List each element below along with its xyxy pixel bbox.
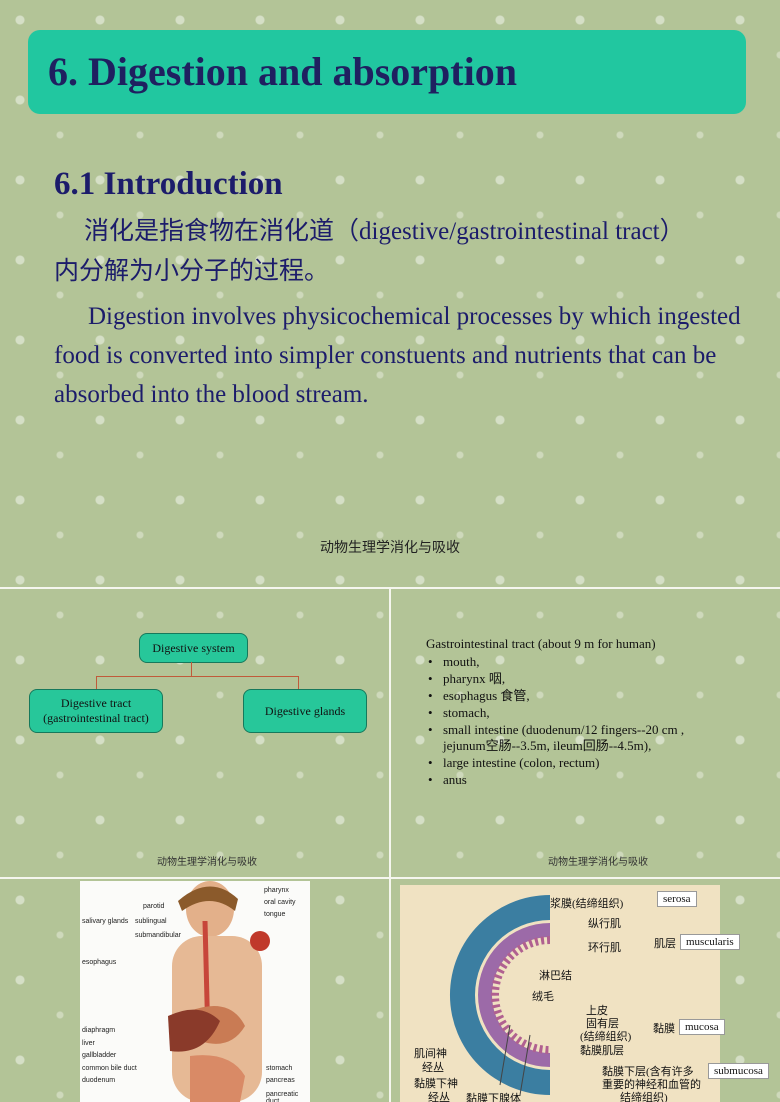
slide-footer: 动物生理学消化与吸收 — [548, 857, 648, 868]
intro-paragraph-zh: 消化是指食物在消化道（digestive/gastrointestinal tr… — [54, 218, 685, 285]
slide-footer: 动物生理学消化与吸收 — [157, 857, 257, 868]
label: 浆膜(结缔组织) — [550, 898, 624, 910]
label: 黏膜下腺体 — [466, 1093, 521, 1102]
anatomy-figure: parotid salivary glands sublingual subma… — [80, 881, 310, 1102]
label: 固有层 — [586, 1018, 619, 1030]
label: 绒毛 — [532, 991, 554, 1003]
intestine-figure: 浆膜(结缔组织) 纵行肌 环行肌 肌层 淋巴结 绒毛 上皮 固有层 (结缔组织)… — [400, 885, 720, 1102]
anatomy-label: esophagus — [82, 959, 117, 966]
label: 纵行肌 — [588, 918, 621, 930]
list-item: large intestine (colon, rectum) — [428, 755, 728, 771]
anatomy-label: pancreas — [266, 1077, 295, 1084]
list-item: esophagus 食管, — [428, 688, 728, 704]
label: 黏膜下神 — [414, 1078, 458, 1090]
list-item: pharynx 咽, — [428, 671, 728, 687]
box-label: Digestive tract — [60, 696, 132, 710]
list-item: stomach, — [428, 705, 728, 721]
gi-list: mouth, pharynx 咽, esophagus 食管, stomach,… — [428, 654, 728, 789]
label: 经丛 — [428, 1092, 450, 1102]
label: 经丛 — [422, 1062, 444, 1074]
connector-line — [298, 676, 299, 689]
label: 黏膜下层(含有许多 — [602, 1066, 694, 1078]
tag-muscularis: muscularis — [680, 934, 740, 950]
anatomy-label: gallbladder — [82, 1052, 117, 1059]
box-label: Digestive glands — [264, 703, 346, 718]
connector-line — [96, 676, 298, 677]
label: 重要的神经和血管的 — [602, 1079, 701, 1091]
anatomy-label: pancreatic duct — [266, 1091, 299, 1102]
section-heading: 6.1 Introduction — [54, 166, 283, 202]
human-digestive-illustration — [168, 881, 270, 1102]
anatomy-label: diaphragm — [82, 1027, 116, 1034]
tag-mucosa: mucosa — [679, 1019, 725, 1035]
label: 黏膜肌层 — [580, 1045, 624, 1057]
slide-footer: 动物生理学消化与吸收 — [320, 541, 460, 556]
list-item: mouth, — [428, 654, 728, 670]
label: 结缔组织) — [620, 1092, 668, 1102]
label: 黏膜 — [653, 1023, 675, 1035]
connector-line — [96, 676, 97, 689]
anatomy-label: common bile duct — [82, 1065, 137, 1072]
anatomy-label: submandibular — [135, 932, 181, 939]
digestive-system-box: Digestive system — [139, 633, 248, 663]
connector-line — [191, 662, 192, 676]
list-item: small intestine (duodenum/12 fingers--20… — [428, 722, 728, 754]
anatomy-label: sublingual — [135, 918, 167, 925]
anatomy-label: stomach — [266, 1065, 293, 1072]
gi-title: Gastrointestinal tract (about 9 m for hu… — [426, 636, 656, 651]
divider — [389, 587, 391, 1102]
tag-serosa: serosa — [657, 891, 697, 907]
label: (结缔组织) — [580, 1031, 632, 1043]
label: 肌间神 — [414, 1048, 447, 1060]
label: 肌层 — [654, 938, 676, 950]
intestine-cross-section — [449, 895, 551, 1096]
box-label: Digestive system — [152, 640, 235, 655]
anatomy-label: oral cavity — [264, 899, 296, 906]
title-banner — [28, 30, 746, 114]
anatomy-label: salivary glands — [82, 918, 129, 925]
anatomy-label: liver — [82, 1040, 95, 1047]
tag-submucosa: submucosa — [708, 1063, 769, 1079]
label: 环行肌 — [588, 942, 621, 954]
main-slide: 6. Digestion and absorption 6.1 Introduc… — [28, 30, 746, 556]
list-item: anus — [428, 772, 728, 788]
label: 上皮 — [586, 1005, 608, 1017]
box-label: (gastrointestinal tract) — [43, 711, 149, 725]
digestive-tract-box: Digestive tract (gastrointestinal tract) — [29, 689, 163, 733]
digestive-glands-box: Digestive glands — [243, 689, 367, 733]
label: 淋巴结 — [539, 970, 572, 982]
anatomy-label: pharynx — [264, 887, 289, 894]
anatomy-label: duodenum — [82, 1077, 116, 1084]
slide-title: 6. Digestion and absorption — [48, 49, 517, 94]
anatomy-label: parotid — [143, 903, 165, 910]
anatomy-label: tongue — [264, 911, 286, 918]
intro-paragraph-en: Digestion involves physicochemical proce… — [54, 303, 741, 408]
